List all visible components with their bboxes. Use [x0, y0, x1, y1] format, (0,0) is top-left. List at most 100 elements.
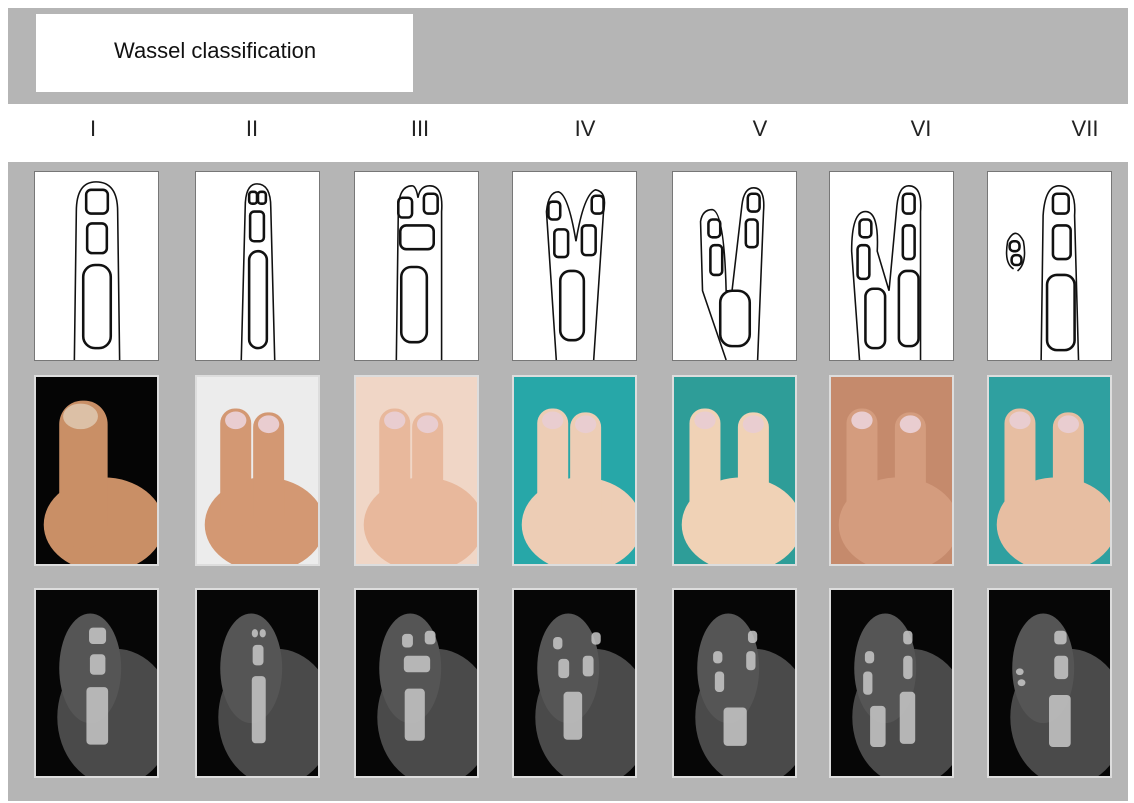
xray-bone-3: [903, 656, 912, 679]
bone-outline-3: [401, 267, 427, 342]
xray-bone-4: [870, 706, 885, 747]
xray-bone-2: [253, 645, 264, 666]
bone-outline-2: [858, 245, 870, 279]
type-label-6: VI: [881, 116, 961, 142]
xray-bone-5: [900, 692, 915, 744]
bone-outline-1: [592, 196, 604, 214]
xray-type-3: [354, 588, 479, 778]
thumbnail-nail-0: [1009, 411, 1030, 429]
xray-bone-0: [402, 634, 413, 648]
xray-bone-1: [748, 631, 757, 643]
xray-bone-2: [404, 656, 430, 672]
thumbnail-nail: [63, 404, 98, 430]
drawing-type-7: [987, 171, 1112, 361]
xray-type-6: [829, 588, 954, 778]
thumbnail-nail-0: [851, 411, 872, 429]
bone-outline-2: [400, 225, 433, 249]
bone-outline-2: [554, 229, 568, 257]
photo-type-7: [987, 375, 1112, 566]
bone-outline-2: [710, 245, 722, 275]
photo-type-6: [829, 375, 954, 566]
xray-bone-3: [746, 651, 755, 670]
bone-outline-0: [1053, 194, 1069, 214]
xray-bone-0: [865, 651, 874, 663]
bone-outline-0: [86, 190, 108, 214]
xray-type-4: [512, 588, 637, 778]
xray-type-5: [672, 588, 797, 778]
xray-bone-3: [583, 656, 594, 677]
bone-outline-1: [1053, 225, 1071, 259]
title-box: Wassel classification: [36, 14, 413, 92]
xray-bone-1: [90, 654, 105, 675]
photo-type-1: [34, 375, 159, 566]
thumbnail-nail-1: [743, 415, 764, 433]
photo-type-5: [672, 375, 797, 566]
bone-outline-0: [548, 202, 560, 220]
thumbnail-nail-0: [542, 411, 563, 429]
xray-type-2: [195, 588, 320, 778]
bone-outline-3: [1010, 241, 1020, 251]
drawing-type-6: [829, 171, 954, 361]
figure-panel: Wassel classification I II III IV V VI V…: [8, 8, 1128, 801]
bone-outline-1: [748, 194, 760, 212]
drawing-type-3: [354, 171, 479, 361]
xray-bone-3: [1016, 668, 1024, 675]
bone-outline-1: [258, 192, 266, 204]
bone-outline-0: [249, 192, 257, 204]
type-label-1: I: [53, 116, 133, 142]
type-label-2: II: [212, 116, 292, 142]
xray-bone-0: [252, 629, 258, 637]
xray-bone-4: [724, 707, 747, 745]
bone-outline-3: [746, 219, 758, 247]
xray-bone-4: [564, 692, 583, 740]
bone-outline-2: [83, 265, 111, 348]
drawing-type-1: [34, 171, 159, 361]
xray-bone-0: [553, 637, 562, 649]
xray-type-1: [34, 588, 159, 778]
thumb-soft-tissue: [220, 613, 282, 723]
figure-title: Wassel classification: [114, 38, 316, 64]
xray-bone-1: [425, 631, 436, 645]
xray-bone-0: [1054, 631, 1066, 645]
photo-type-2: [195, 375, 320, 566]
bone-outline-5: [899, 271, 919, 346]
xray-bone-1: [260, 629, 266, 637]
xray-bone-1: [1054, 656, 1068, 679]
type-label-row: I II III IV V VI VII: [8, 104, 1128, 162]
type-label-7: VII: [1045, 116, 1125, 142]
type-label-5: V: [720, 116, 800, 142]
photo-type-3: [354, 375, 479, 566]
type-label-3: III: [380, 116, 460, 142]
skin-outline-0: [546, 190, 604, 360]
thumbnail-nail-1: [258, 415, 279, 433]
bone-outline-1: [424, 194, 438, 214]
photo-type-4: [512, 375, 637, 566]
bone-outline-4: [865, 289, 885, 348]
type-label-4: IV: [545, 116, 625, 142]
thumbnail-nail-1: [900, 415, 921, 433]
bone-outline-3: [249, 251, 267, 348]
bone-outline-4: [720, 291, 750, 346]
thumbnail-nail-1: [575, 415, 596, 433]
xray-bone-1: [591, 632, 600, 644]
bone-outline-0: [398, 198, 412, 218]
drawing-type-5: [672, 171, 797, 361]
thumbnail-nail-1: [1058, 415, 1079, 433]
bone-outline-4: [560, 271, 584, 340]
xray-bone-3: [405, 689, 425, 741]
bone-outline-1: [903, 194, 915, 214]
bone-outline-1: [87, 223, 107, 253]
bone-outline-3: [903, 225, 915, 259]
bone-outline-4: [1012, 255, 1022, 265]
bone-outline-2: [1047, 275, 1075, 350]
xray-bone-2: [86, 687, 108, 745]
xray-bone-1: [903, 631, 912, 645]
xray-bone-2: [715, 671, 724, 692]
xray-type-7: [987, 588, 1112, 778]
xray-bone-0: [89, 628, 106, 644]
drawing-type-2: [195, 171, 320, 361]
skin-outline-0: [74, 182, 119, 360]
thumbnail-nail-0: [384, 411, 405, 429]
xray-bone-2: [863, 671, 872, 694]
bone-outline-0: [708, 219, 720, 237]
